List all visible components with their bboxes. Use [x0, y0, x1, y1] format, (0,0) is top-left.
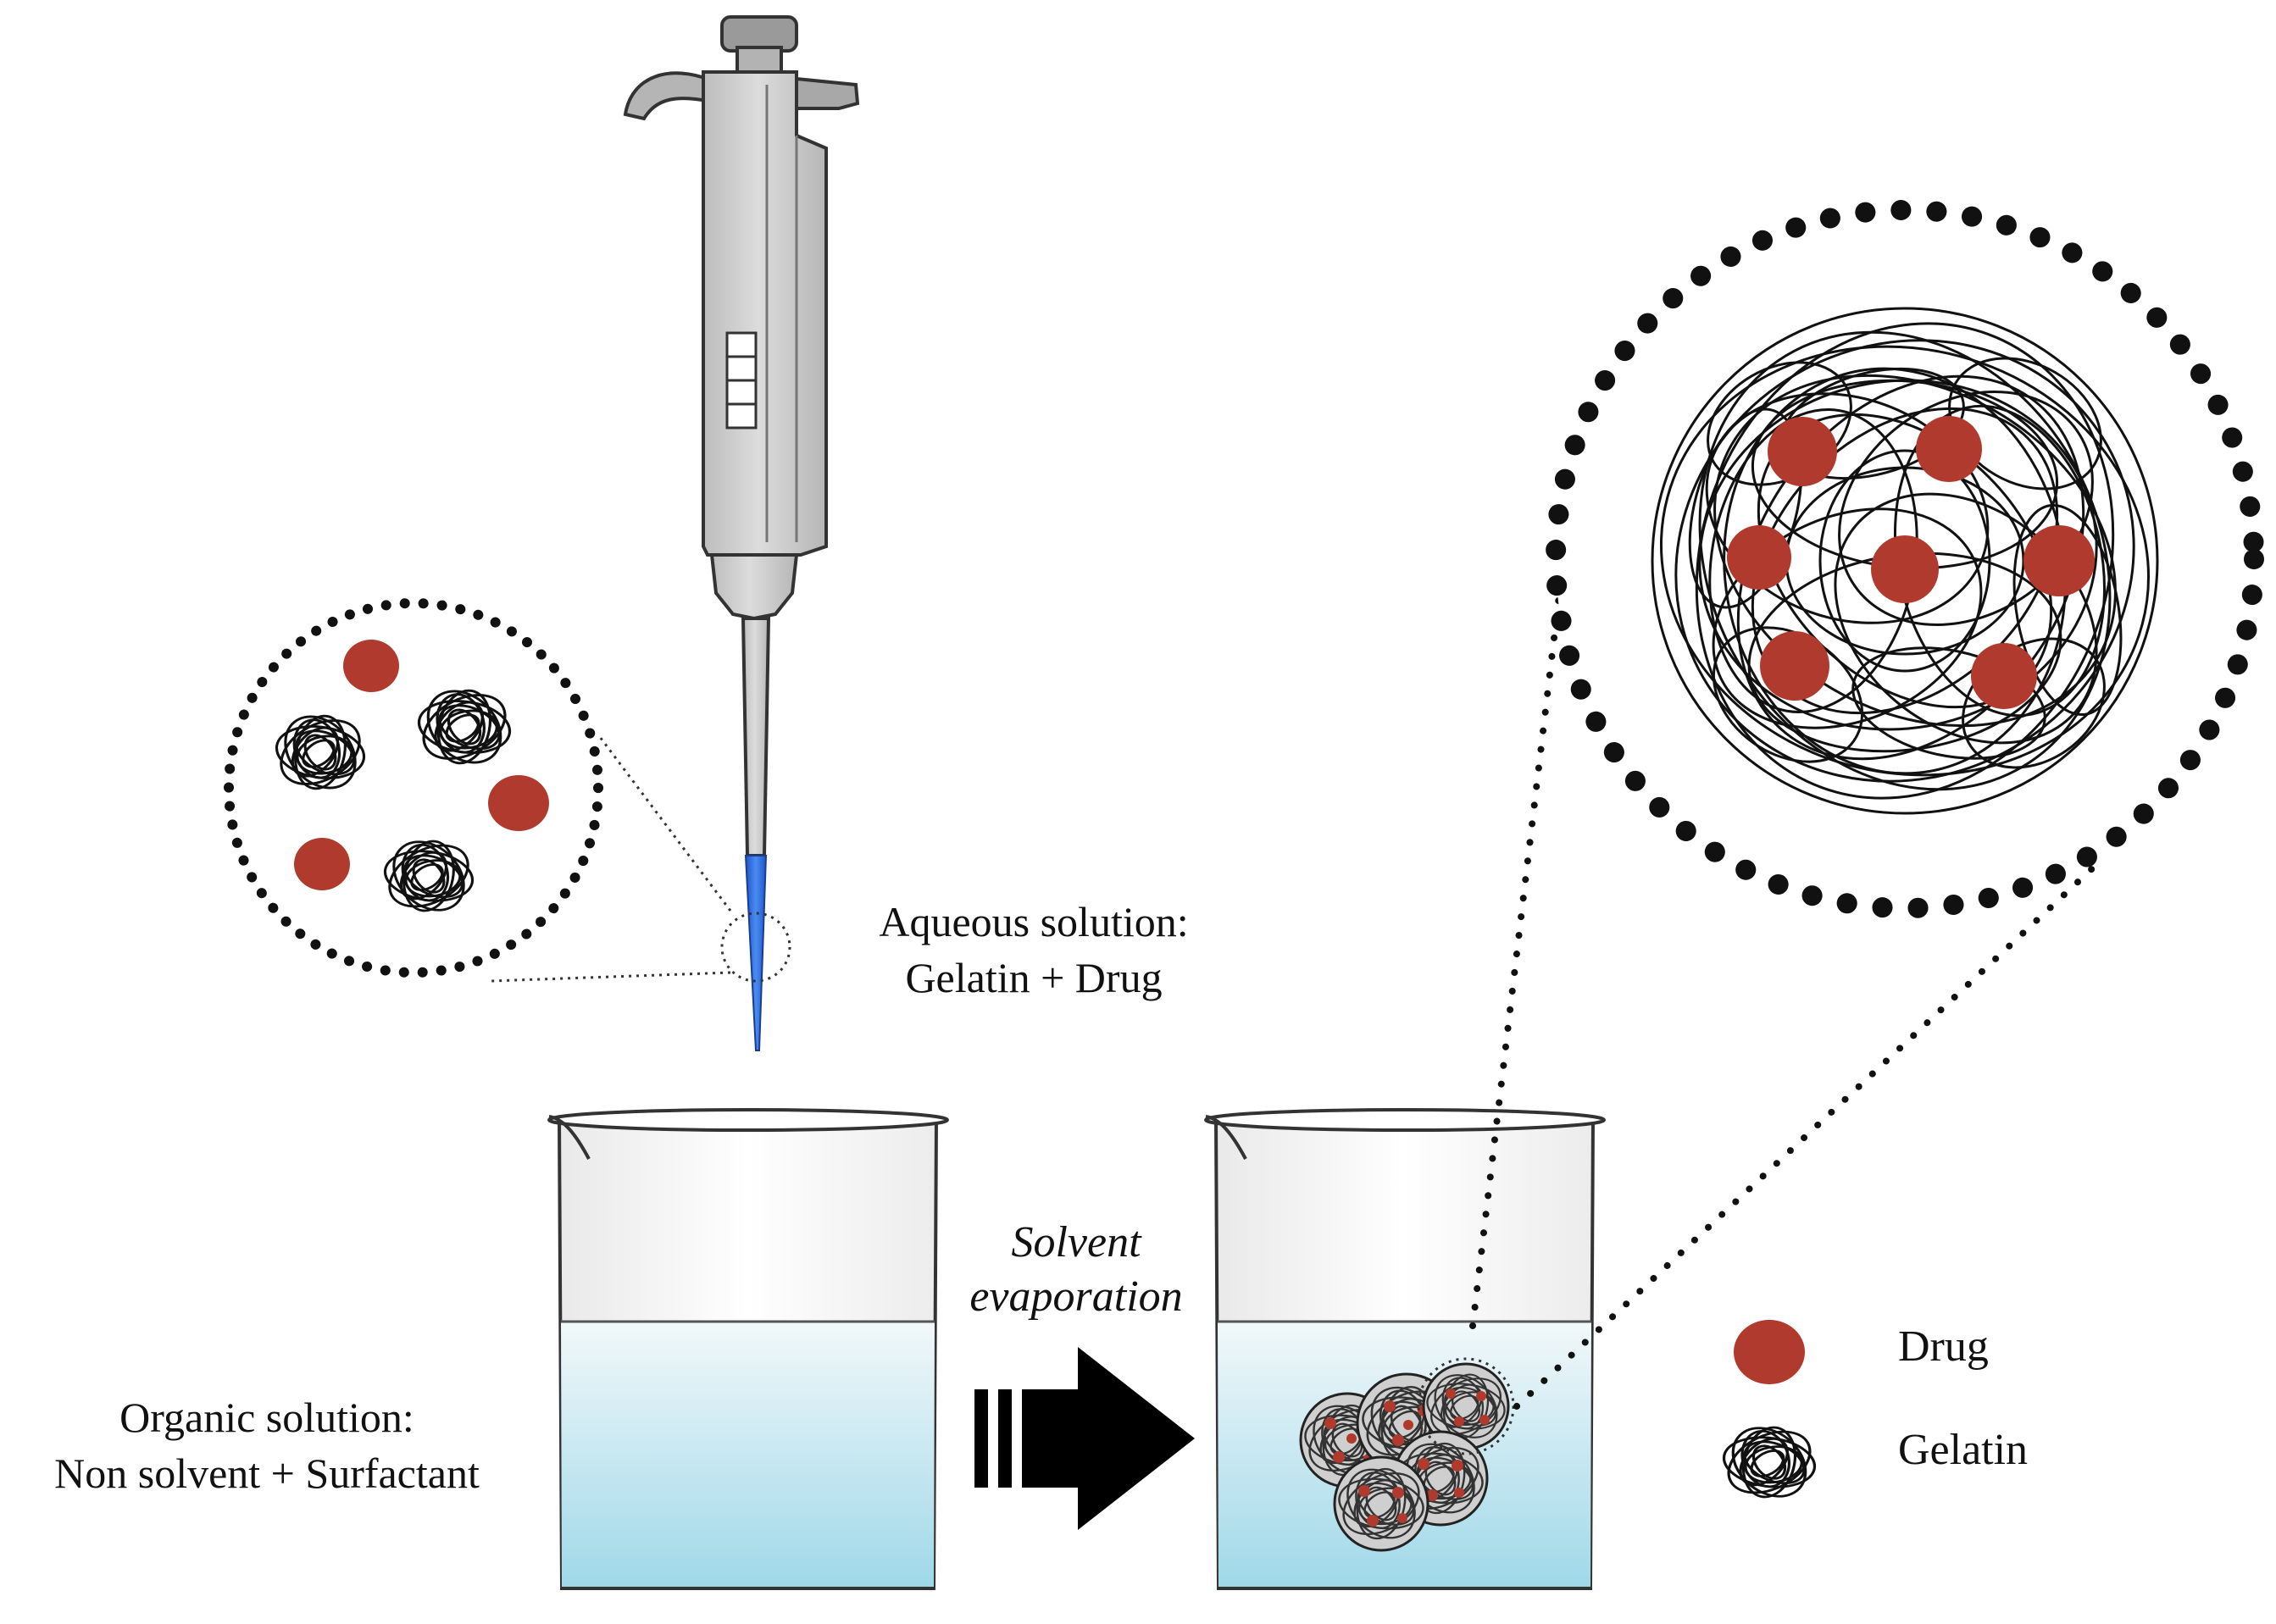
pipette-shaft — [741, 617, 771, 857]
legend — [1715, 1320, 1824, 1508]
drug-particle — [1760, 631, 1829, 701]
microsphere — [1331, 1457, 1431, 1550]
microsphere-cluster — [1297, 1359, 1513, 1550]
zoom-lines-right — [1469, 535, 2105, 1410]
drug-particle — [1871, 535, 1939, 603]
aqueous-solution-label: Aqueous solution: Gelatin + Drug — [813, 894, 1254, 1006]
legend-gelatin-label: Gelatin — [1898, 1426, 2029, 1474]
beaker-right — [1204, 1108, 1606, 1590]
beaker-left-rim — [547, 1108, 949, 1132]
aqueous-label-line1: Aqueous solution: — [879, 898, 1189, 945]
inset-drug-particles — [1727, 416, 2095, 709]
legend-drug-swatch — [1734, 1320, 1805, 1384]
legend-drug-label: Drug — [1898, 1322, 1989, 1371]
pipette-tip — [744, 855, 768, 1051]
pipette-tip-focus-circle — [720, 912, 791, 983]
organic-label-line2: Non solvent + Surfactant — [54, 1449, 480, 1497]
pipette-volume-display — [725, 331, 758, 430]
pipette — [623, 15, 860, 1051]
drug-particle — [1971, 643, 2037, 709]
arrow-tail-stripe — [998, 1389, 1012, 1488]
organic-solution-label: Organic solution: Non solvent + Surfacta… — [0, 1389, 534, 1501]
beaker-left — [547, 1108, 949, 1590]
beaker-left-spout — [548, 1115, 591, 1160]
legend-gelatin-swatch — [1715, 1416, 1824, 1509]
pipette-plunger-rod — [736, 46, 783, 76]
drug-particle — [294, 838, 350, 890]
drug-particle — [1768, 417, 1837, 486]
beaker-right-rim — [1204, 1108, 1606, 1132]
zoom-lines-left — [491, 736, 732, 983]
pipette-finger-hook — [623, 71, 713, 121]
drug-particle — [1727, 525, 1791, 590]
microsphere-inset — [1546, 200, 2264, 918]
drug-particle — [2023, 525, 2095, 596]
pipette-neck — [709, 553, 799, 621]
aqueous-inset-drugs — [294, 640, 549, 890]
beaker-right-spout — [1205, 1115, 1247, 1160]
process-label-line1: Solvent — [1011, 1218, 1141, 1266]
drug-particle — [343, 640, 399, 692]
microsphere — [1420, 1364, 1513, 1449]
organic-label-line1: Organic solution: — [119, 1394, 414, 1441]
drug-particle — [488, 775, 549, 831]
drug-particle — [1916, 416, 1982, 482]
process-arrow — [974, 1347, 1195, 1530]
pipette-body — [702, 70, 828, 557]
arrow-body — [1022, 1347, 1195, 1530]
process-label-line2: evaporation — [969, 1272, 1183, 1321]
aqueous-label-line2: Gelatin + Drug — [905, 954, 1163, 1001]
arrow-tail-stripe — [974, 1389, 988, 1488]
aqueous-inset — [224, 598, 603, 978]
pipette-ejector — [786, 75, 860, 110]
beaker-left-liquid — [561, 1322, 935, 1588]
solvent-evaporation-label: Solvent evaporation — [932, 1216, 1220, 1324]
